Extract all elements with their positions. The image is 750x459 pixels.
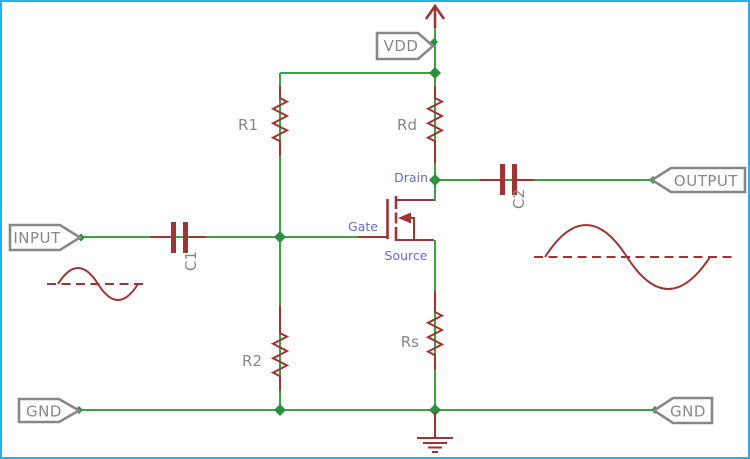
- pin-label-gate: Gate: [348, 219, 378, 234]
- label-r2: R2: [242, 352, 262, 370]
- label-r1: R1: [238, 116, 258, 134]
- pin-label-drain: Drain: [394, 170, 428, 185]
- input-port: INPUT: [8, 223, 83, 252]
- output-sine-wave: [534, 224, 733, 290]
- label-c2: C2: [510, 189, 528, 209]
- capacitor-c2: [480, 164, 534, 195]
- input-port-label: INPUT: [13, 229, 61, 247]
- label-rd: Rd: [397, 116, 417, 134]
- vdd-arrow-icon: [424, 3, 446, 28]
- gnd-port-right-label: GND: [670, 403, 706, 421]
- vdd-port: VDD: [375, 31, 435, 61]
- pin-label-source: Source: [385, 248, 428, 263]
- gnd-port-right: GND: [651, 396, 714, 425]
- junction-dot: [429, 404, 441, 416]
- label-rs: Rs: [401, 333, 419, 351]
- resistor-r1: [270, 86, 290, 156]
- junction-dot: [429, 174, 441, 186]
- ground-symbol-icon: [417, 412, 453, 453]
- junction-dot: [274, 404, 286, 416]
- mosfet-body-arrow-head: [398, 212, 411, 224]
- capacitor-c1: [150, 222, 206, 253]
- gnd-port-left: GND: [17, 397, 82, 424]
- resistor-rd: [425, 86, 445, 163]
- resistor-r2: [270, 306, 290, 391]
- junction-dot: [429, 67, 441, 79]
- gnd-port-left-label: GND: [26, 403, 62, 421]
- mosfet: [358, 196, 434, 241]
- vdd-port-label: VDD: [384, 37, 419, 55]
- resistor-rs: [425, 291, 445, 370]
- output-port: OUTPUT: [649, 166, 747, 194]
- output-port-label: OUTPUT: [674, 172, 738, 190]
- label-c1: C1: [182, 251, 200, 271]
- input-sine-wave: [47, 267, 147, 301]
- junction-dot: [274, 231, 286, 243]
